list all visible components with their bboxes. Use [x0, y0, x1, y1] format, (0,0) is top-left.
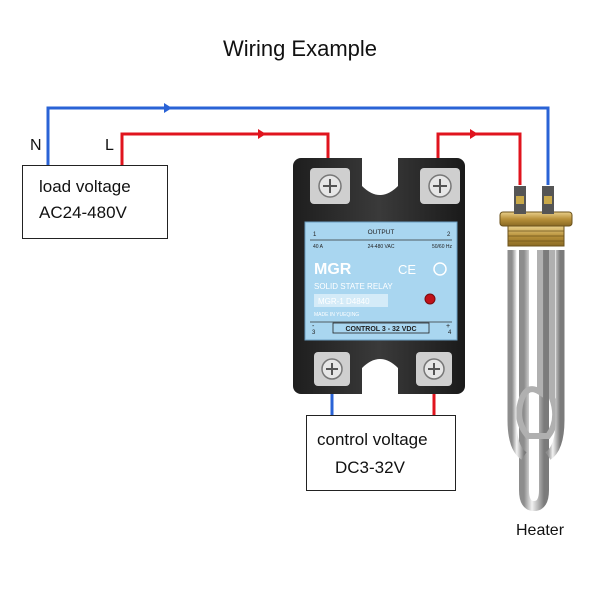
relay-plus-sign: +: [446, 323, 450, 330]
ccc-mark-icon: [433, 262, 447, 276]
relay-terminal-4-number: 4: [448, 330, 452, 336]
control-voltage-title: control voltage: [317, 430, 428, 449]
line-wire-arrow-1: [258, 129, 266, 139]
neutral-label: N: [30, 137, 42, 154]
relay-terminal-1-number: 1: [313, 232, 317, 238]
relay-model-plate: [314, 294, 388, 307]
heater-element: [499, 186, 573, 512]
relay-model: MGR-1 D4840: [318, 297, 370, 306]
terminal-1-screw-icon: [318, 174, 342, 198]
terminal-4-screw-icon: [423, 358, 445, 380]
relay-frequency: 50/60 Hz: [432, 244, 453, 250]
relay-control-label: CONTROL 3 - 32 VDC: [345, 326, 416, 333]
relay-ac-range: 24-480 VAC: [368, 244, 395, 250]
relay-bottom-slot: [362, 359, 398, 394]
relay-top-slot: [362, 158, 398, 195]
relay-origin: MADE IN YUEQING: [314, 312, 359, 318]
neutral-wire-arrow: [164, 103, 172, 113]
relay-minus-sign: -: [312, 323, 315, 330]
load-voltage-box: load voltage AC24-480V: [22, 165, 168, 239]
relay-cert-mark: CE: [398, 262, 416, 277]
control-voltage-box: control voltage DC3-32V: [306, 415, 456, 491]
relay-terminal-3-number: 3: [312, 330, 316, 336]
relay-output-label: OUTPUT: [368, 229, 395, 236]
relay-brand-logo: MGR: [314, 261, 352, 278]
solid-state-relay: 1 2 OUTPUT 40 A 24-480 VAC 50/60 Hz MGR …: [293, 158, 465, 394]
relay-current-rating: 40 A: [313, 244, 324, 250]
heater-tube-outer: [519, 250, 549, 512]
terminal-2-screw-icon: [428, 174, 452, 198]
control-voltage-range: DC3-32V: [335, 458, 405, 477]
line-wire-arrow-2: [470, 129, 478, 139]
relay-status-led: [424, 293, 436, 305]
heater-tube-inner: [516, 250, 559, 439]
heater-label: Heater: [516, 522, 565, 539]
relay-terminal-2-number: 2: [447, 232, 451, 238]
load-voltage-title: load voltage: [39, 177, 131, 196]
relay-face-plate: [304, 221, 458, 341]
diagram-title: Wiring Example: [222, 36, 378, 61]
terminal-3-screw-icon: [321, 358, 343, 380]
relay-type-label: SOLID STATE RELAY: [314, 282, 393, 291]
heater-tube-loop: [507, 250, 527, 460]
line-label: L: [105, 137, 114, 154]
load-voltage-range: AC24-480V: [39, 203, 127, 222]
neutral-wire: [46, 106, 550, 185]
heater-flange: [499, 211, 573, 227]
